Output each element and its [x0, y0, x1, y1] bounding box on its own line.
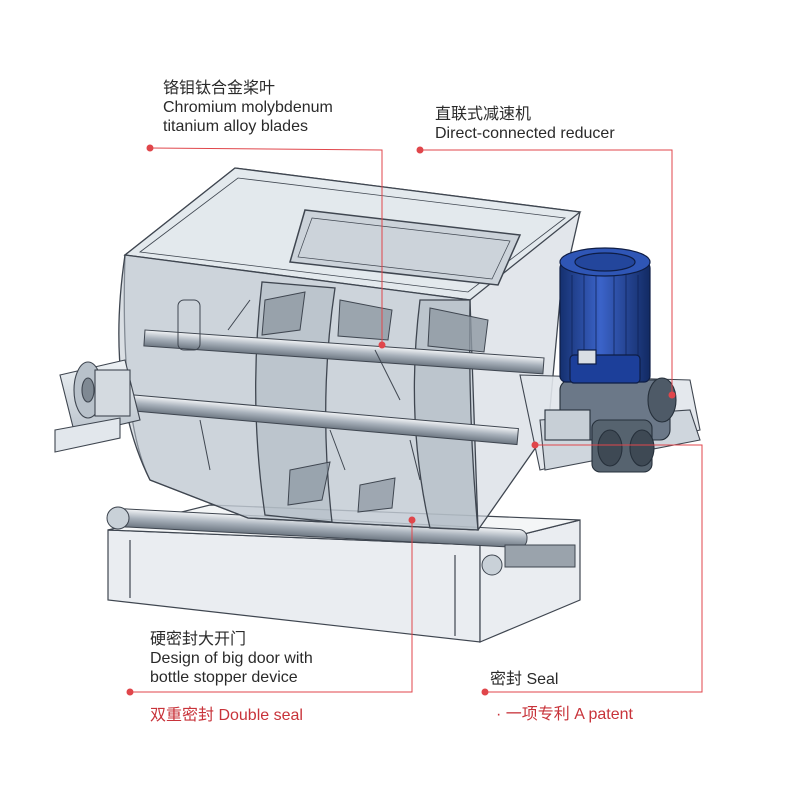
leader-dot-reducer: [416, 146, 424, 154]
leader-dot-door: [126, 688, 134, 696]
leader-door: [130, 520, 413, 693]
gear-reducer: [544, 377, 677, 473]
leader-dot-seal-end: [531, 441, 539, 449]
door-label-en-2: bottle stopper device: [150, 669, 298, 686]
door-actuator-cylinder: [106, 506, 576, 576]
leader-dot-seal: [481, 688, 489, 696]
leader-dot-reducer-end: [668, 391, 676, 399]
leader-dot-blades: [146, 144, 154, 152]
door-label-zh: 硬密封大开门: [150, 631, 247, 648]
leader-reducer: [420, 149, 673, 395]
reducer-label-en: Direct-connected reducer: [435, 125, 615, 142]
blades-label-en-1: Chromium molybdenum: [163, 99, 333, 116]
blades-label-zh: 铬钼钛合金桨叶: [163, 80, 276, 97]
door-annotation: 硬密封大开门 Design of big door with bottle st…: [150, 630, 313, 687]
double-seal-label: 双重密封 Double seal: [150, 707, 303, 724]
leader-dot-door-end: [408, 516, 416, 524]
reducer-annotation: 直联式减速机 Direct-connected reducer: [435, 105, 615, 143]
leader-lines: [126, 144, 703, 696]
electric-motor: [559, 247, 651, 384]
blades-label-en-2: titanium alloy blades: [163, 118, 308, 135]
lower-agitator-shaft: [98, 391, 519, 513]
leader-blades: [149, 147, 383, 345]
reducer-label-zh: 直联式减速机: [435, 106, 532, 123]
blades-annotation: 铬钼钛合金桨叶 Chromium molybdenum titanium all…: [163, 79, 333, 136]
door-label-en-1: Design of big door with: [150, 650, 313, 667]
upper-agitator-shaft: [143, 291, 545, 401]
leader-dot-blades-end: [378, 341, 386, 349]
left-bearing-housing: [54, 359, 141, 453]
patent-label: · 一项专利 A patent: [496, 706, 633, 723]
seal-label: 密封 Seal: [490, 671, 559, 688]
leader-seal: [485, 444, 703, 693]
